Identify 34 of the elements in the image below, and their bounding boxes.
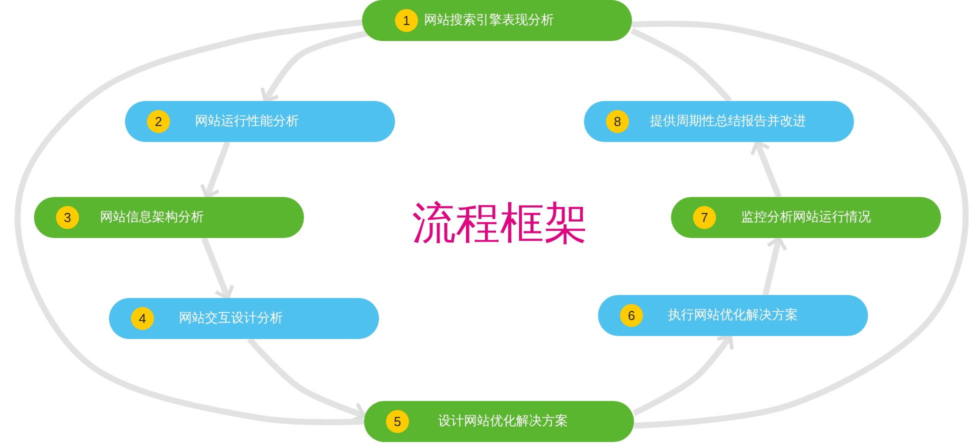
- step-number: 8: [606, 110, 629, 133]
- step-pill: [125, 101, 395, 142]
- connector-line: [632, 20, 969, 429]
- step-number: 5: [386, 410, 409, 433]
- step-label: 监控分析网站运行情况: [741, 209, 871, 227]
- step-pill: [109, 298, 379, 339]
- arrow: [200, 140, 230, 199]
- step-pill: [584, 101, 854, 142]
- step-label: 网站运行性能分析: [195, 113, 299, 131]
- diagram-title: 流程框架: [411, 197, 589, 251]
- step-pill: [362, 0, 632, 41]
- step-number: 2: [147, 110, 170, 133]
- step-label: 提供周期性总结报告并改进: [650, 113, 806, 131]
- step-pill: [34, 197, 304, 238]
- step-label: 网站搜索引擎表现分析: [424, 12, 554, 30]
- connector-line: [630, 28, 732, 103]
- step-pill: [598, 295, 868, 336]
- step-label: 执行网站优化解决方案: [668, 307, 798, 325]
- arrow: [260, 30, 371, 103]
- step-label: 设计网站优化解决方案: [438, 413, 568, 431]
- step-number: 6: [620, 304, 643, 327]
- step-pill: [364, 401, 634, 442]
- step-number: 7: [693, 206, 716, 229]
- step-number: 1: [395, 9, 418, 32]
- arrow: [762, 236, 788, 296]
- step-label: 网站交互设计分析: [179, 310, 283, 328]
- connector-line: [14, 20, 364, 426]
- step-number: 3: [56, 206, 79, 229]
- arrow: [201, 236, 234, 300]
- step-label: 网站信息架构分析: [100, 209, 204, 227]
- step-number: 4: [131, 307, 154, 330]
- arrow: [632, 334, 734, 416]
- arrow: [750, 140, 782, 198]
- step-pill: [671, 197, 941, 238]
